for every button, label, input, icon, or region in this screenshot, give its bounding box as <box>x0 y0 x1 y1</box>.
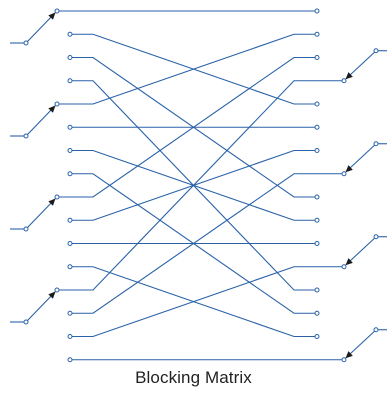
input-node <box>67 241 73 246</box>
connection-line <box>70 173 344 314</box>
output-node <box>314 194 320 200</box>
external-output-node <box>373 48 379 54</box>
output-node <box>314 55 320 60</box>
switch-arm <box>345 237 375 266</box>
input-node <box>67 334 73 339</box>
output-node <box>341 78 347 84</box>
connection-line <box>70 266 344 338</box>
input-node <box>54 101 60 107</box>
external-input-node <box>23 226 29 232</box>
switch-arm <box>27 105 56 135</box>
input-node <box>54 8 60 14</box>
output-node <box>314 148 320 153</box>
switch-arm <box>27 198 56 228</box>
connection-line <box>57 33 317 105</box>
output-node <box>314 124 320 130</box>
output-node <box>314 8 320 14</box>
switch-arm <box>345 144 375 173</box>
output-node <box>314 287 320 293</box>
switch-arm <box>345 330 375 359</box>
output-node <box>314 310 320 316</box>
switch-arrow <box>345 258 353 266</box>
input-node <box>67 171 73 177</box>
input-node <box>67 357 73 363</box>
switch-arrow <box>48 198 56 206</box>
switch-arrow <box>48 291 56 299</box>
switch-arrow <box>345 351 353 359</box>
connection-line <box>57 56 317 198</box>
output-node <box>314 217 320 223</box>
input-node <box>54 287 60 293</box>
output-node <box>341 357 347 363</box>
input-node <box>54 194 60 200</box>
external-output-node <box>373 141 379 147</box>
input-node <box>67 55 73 60</box>
input-node <box>67 264 73 270</box>
switch-arrow <box>345 72 353 80</box>
input-node <box>67 148 73 153</box>
external-input-node <box>23 133 29 139</box>
external-input-node <box>23 319 29 325</box>
external-output-node <box>373 327 379 333</box>
output-node <box>314 31 320 37</box>
switch-arrow <box>345 165 353 173</box>
output-node <box>341 264 347 270</box>
external-output-node <box>373 234 379 240</box>
output-node <box>314 241 320 246</box>
input-node <box>67 78 73 84</box>
switch-arm <box>345 51 375 80</box>
diagram-caption: Blocking Matrix <box>135 368 252 387</box>
input-node <box>67 310 73 316</box>
switch-arm <box>27 291 56 321</box>
output-node <box>341 171 347 177</box>
switch-arrow <box>48 12 56 20</box>
switch-arrow <box>48 105 56 113</box>
output-node <box>314 334 320 339</box>
connection-line <box>57 80 344 291</box>
input-node <box>67 31 73 37</box>
input-node <box>67 217 73 223</box>
switch-arm <box>27 12 56 42</box>
input-node <box>67 124 73 130</box>
output-node <box>314 101 320 107</box>
external-input-node <box>23 40 29 46</box>
